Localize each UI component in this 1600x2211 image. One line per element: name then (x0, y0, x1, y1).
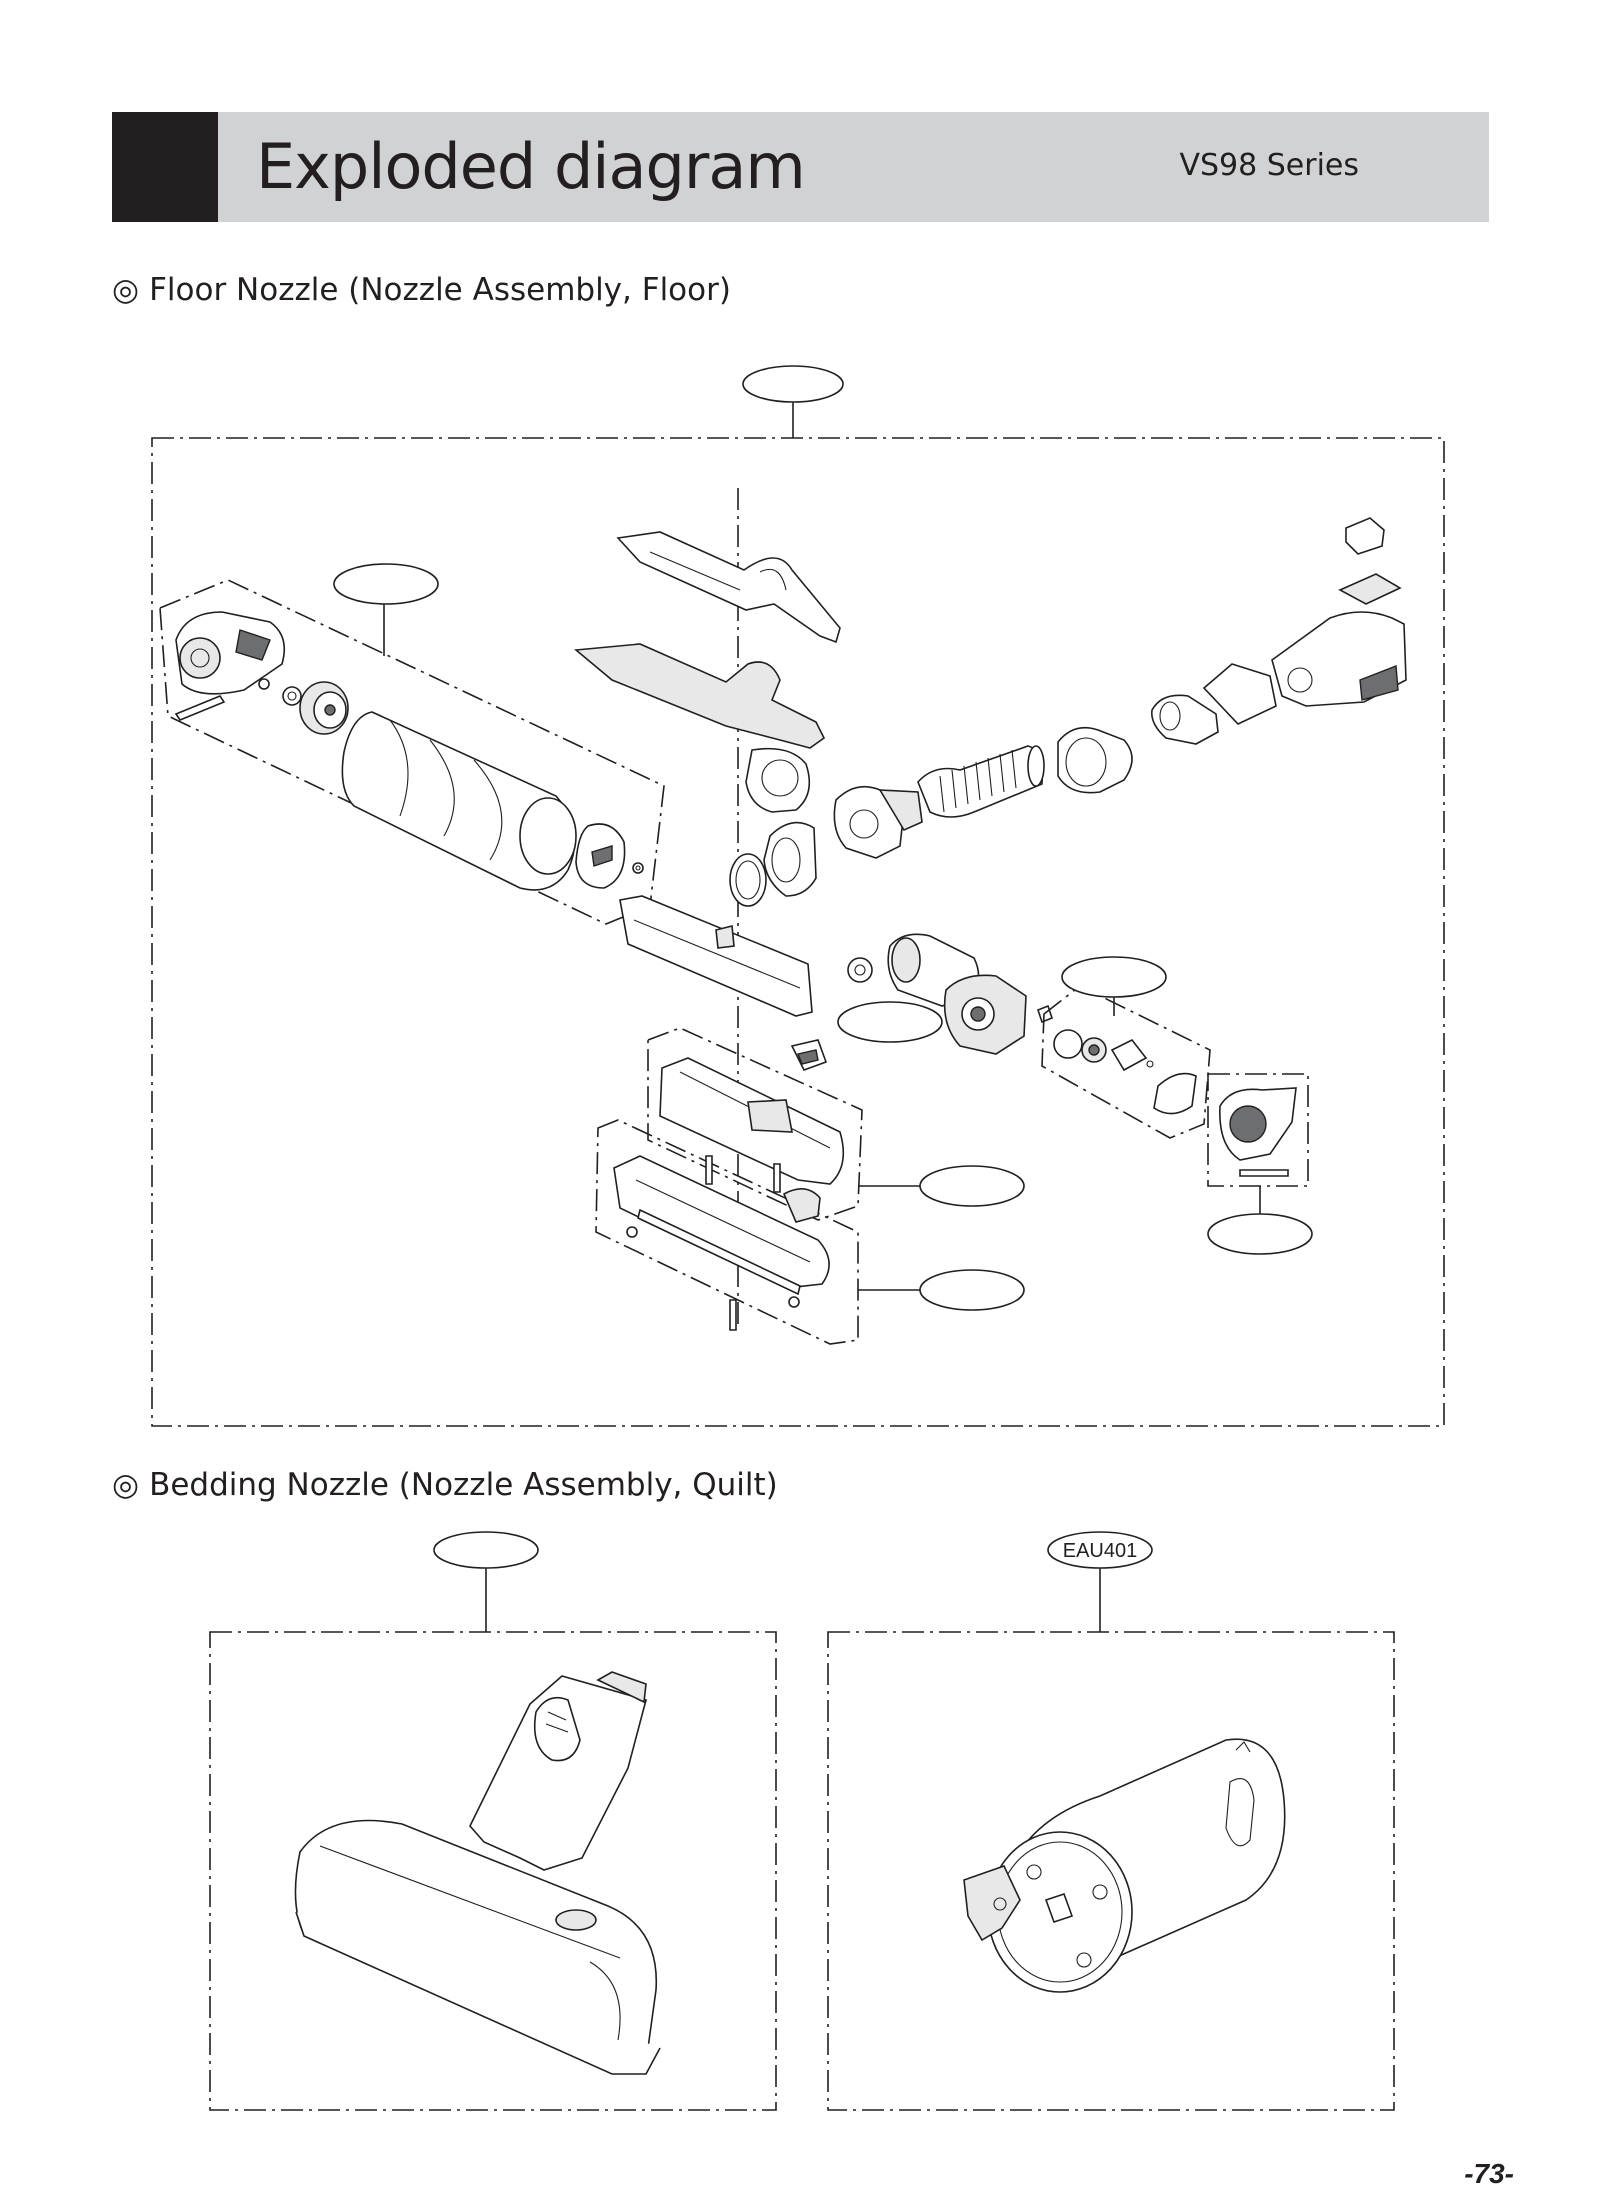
flexible-hose-part (917, 745, 1045, 818)
pipe-coupler-part (1150, 663, 1277, 745)
nozzle-top-cover-part (616, 531, 841, 644)
base-plate-group-frame (595, 1119, 859, 1345)
dc-motor-part (963, 1738, 1286, 1993)
drive-belt-part (1153, 1072, 1197, 1115)
lower-cover-group-frame (647, 1027, 863, 1221)
page-number: -73- (1464, 2158, 1514, 2189)
header-accent-block (112, 112, 218, 222)
lower-cover-part (659, 1057, 845, 1185)
base-plate-part (613, 1155, 830, 1296)
callout-gear-group (1061, 956, 1167, 998)
bullet-icon: ◎ (112, 272, 140, 308)
callout-brush-roller (333, 563, 439, 605)
callout-lower-cover (919, 1165, 1025, 1207)
joint-holder-part (1057, 726, 1133, 794)
callout-side-cover (1207, 1213, 1313, 1255)
header-bar: Exploded diagram VS98 Series (112, 112, 1489, 222)
release-button-cap-part (1345, 517, 1385, 555)
swivel-seal-part (729, 853, 767, 907)
page-title: Exploded diagram (256, 130, 806, 203)
motor-part-code: EAU401 (1063, 1540, 1138, 1562)
bedding-nozzle-frame (209, 1631, 777, 2111)
drive-gear-part (1053, 1029, 1154, 1072)
floor-nozzle-diagram (151, 365, 1445, 1427)
floor-nozzle-heading: ◎Floor Nozzle (Nozzle Assembly, Floor) (112, 270, 731, 310)
motor-diagram: EAU401 (827, 1531, 1395, 2111)
roller-drive-gear-part (299, 681, 349, 735)
bedding-nozzle-heading: ◎Bedding Nozzle (Nozzle Assembly, Quilt) (112, 1465, 778, 1505)
callout-assembly (742, 365, 844, 403)
gear-box-part (943, 974, 1027, 1055)
floor-nozzle-title: Floor Nozzle (Nozzle Assembly, Floor) (149, 272, 731, 308)
brush-roller-part (341, 711, 577, 891)
small-bearing-part (258, 678, 302, 706)
roller-end-cap-part (175, 611, 286, 695)
callout-base-plate (919, 1269, 1025, 1311)
bottom-rail-part (619, 895, 813, 1017)
side-cover-group-frame (1207, 1073, 1309, 1187)
callout-motor-part (1047, 1531, 1153, 1569)
bedding-nozzle-title: Bedding Nozzle (Nozzle Assembly, Quilt) (149, 1467, 778, 1503)
series-label: VS98 Series (1179, 148, 1359, 183)
latch-button-part (1338, 573, 1402, 605)
screw-part (626, 1155, 800, 1331)
brush-pin-part (174, 695, 226, 721)
roller-bearing-cap-part (575, 823, 626, 889)
side-cover-part (1219, 1087, 1297, 1161)
neck-housing-part (1271, 611, 1407, 707)
callout-bedding-nozzle (433, 1531, 539, 1569)
swivel-ring-part (763, 821, 817, 897)
motor-frame (827, 1631, 1395, 2111)
side-pin-part (1239, 1169, 1289, 1177)
bedding-nozzle-diagram (209, 1531, 777, 2111)
floor-nozzle-frame (151, 437, 1445, 1427)
bedding-nozzle-part (294, 1671, 661, 2075)
bullet-icon: ◎ (112, 1467, 140, 1503)
swivel-joint-part (833, 785, 923, 859)
small-clip-part (790, 1039, 828, 1071)
roller-end-screw-part (632, 862, 644, 874)
callout-motor (837, 1001, 943, 1043)
nozzle-upper-case-part (574, 643, 826, 813)
